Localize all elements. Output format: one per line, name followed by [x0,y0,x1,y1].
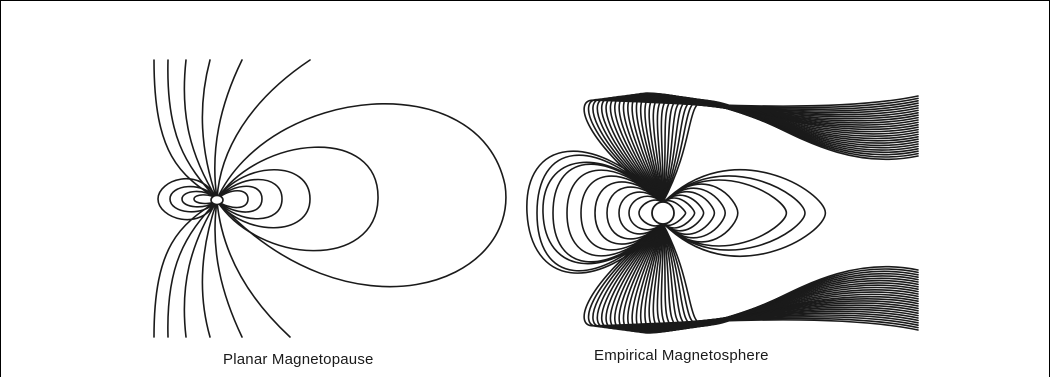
caption-planar-magnetopause: Planar Magnetopause [223,351,374,368]
planar-magnetopause-diagram [150,55,515,345]
planar-field-lines [153,59,507,338]
caption-empirical-magnetosphere: Empirical Magnetosphere [594,347,769,364]
empirical-field-lines [526,92,919,334]
earth-dipole [210,194,224,206]
empirical-magnetosphere-diagram [523,88,923,338]
earth-circle [651,201,675,225]
